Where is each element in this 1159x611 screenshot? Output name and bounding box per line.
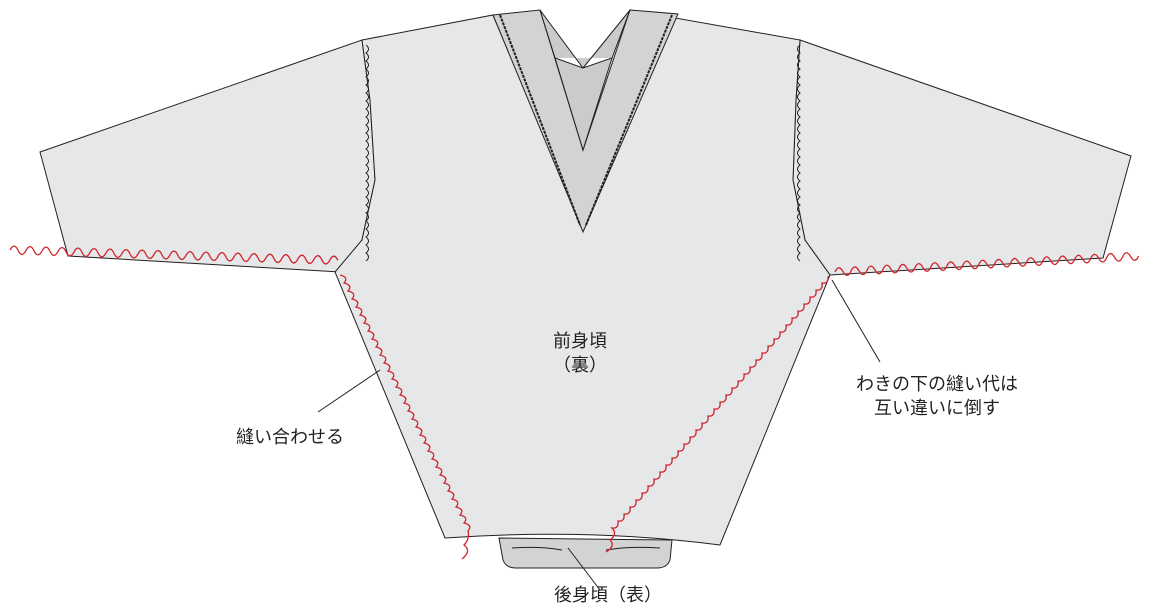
underarm-seam-label-line2: 互い違いに倒す bbox=[874, 398, 1000, 419]
left-side-seam-stitch bbox=[339, 274, 471, 560]
left-sleeve bbox=[39, 39, 376, 273]
right-sleeve-underarm-stitch bbox=[834, 252, 1140, 277]
left-sleeve-underarm-stitch bbox=[9, 245, 339, 265]
back-body-hem bbox=[498, 537, 673, 569]
neck-band-edge-left bbox=[499, 14, 581, 226]
neck-band-inner bbox=[539, 9, 631, 152]
front-body-label: 前身頃 （裏） bbox=[530, 330, 630, 378]
underarm-seam-label: わきの下の縫い代は 互い違いに倒す bbox=[822, 373, 1052, 421]
right-side-seam-stitch bbox=[605, 275, 829, 553]
left-armhole-stitch bbox=[365, 44, 369, 262]
front-body-label-line1: 前身頃 bbox=[553, 331, 607, 352]
back-body-label: 後身頃（表） bbox=[554, 585, 662, 606]
right-armhole-stitch bbox=[797, 44, 801, 262]
front-body-label-line2: （裏） bbox=[553, 355, 607, 376]
front-body bbox=[334, 9, 831, 546]
leader-underarm bbox=[831, 279, 881, 363]
sew-together-label: 縫い合わせる bbox=[236, 427, 344, 448]
right-sleeve bbox=[792, 39, 1132, 276]
leader-back-body bbox=[567, 547, 601, 591]
leader-sew-together bbox=[317, 369, 381, 413]
neck-band-edge-right bbox=[585, 14, 673, 226]
underarm-seam-label-line1: わきの下の縫い代は bbox=[856, 374, 1018, 395]
